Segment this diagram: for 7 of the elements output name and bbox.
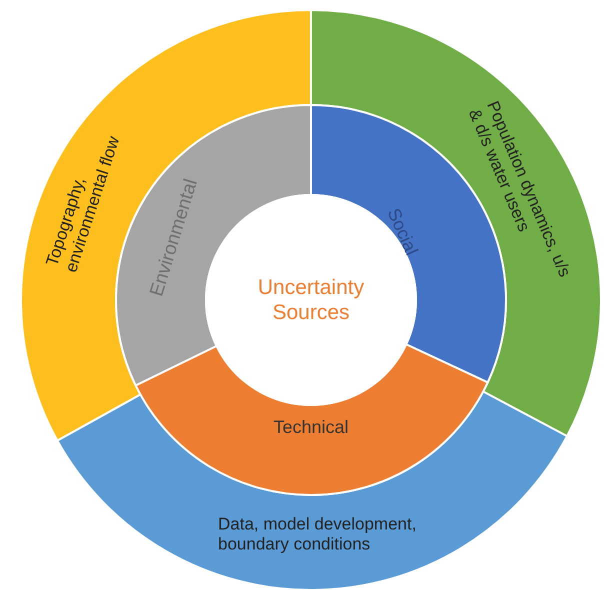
segment-label: Data, model development, boundary conditions	[218, 514, 418, 556]
segment-label: Uncertainty Sources	[256, 274, 366, 326]
segment-label: Social	[382, 204, 423, 260]
segment-label: Technical	[272, 417, 350, 439]
inner-ring-segment	[134, 343, 489, 496]
outer-ring-segment	[56, 390, 568, 590]
center-circle	[205, 194, 417, 406]
